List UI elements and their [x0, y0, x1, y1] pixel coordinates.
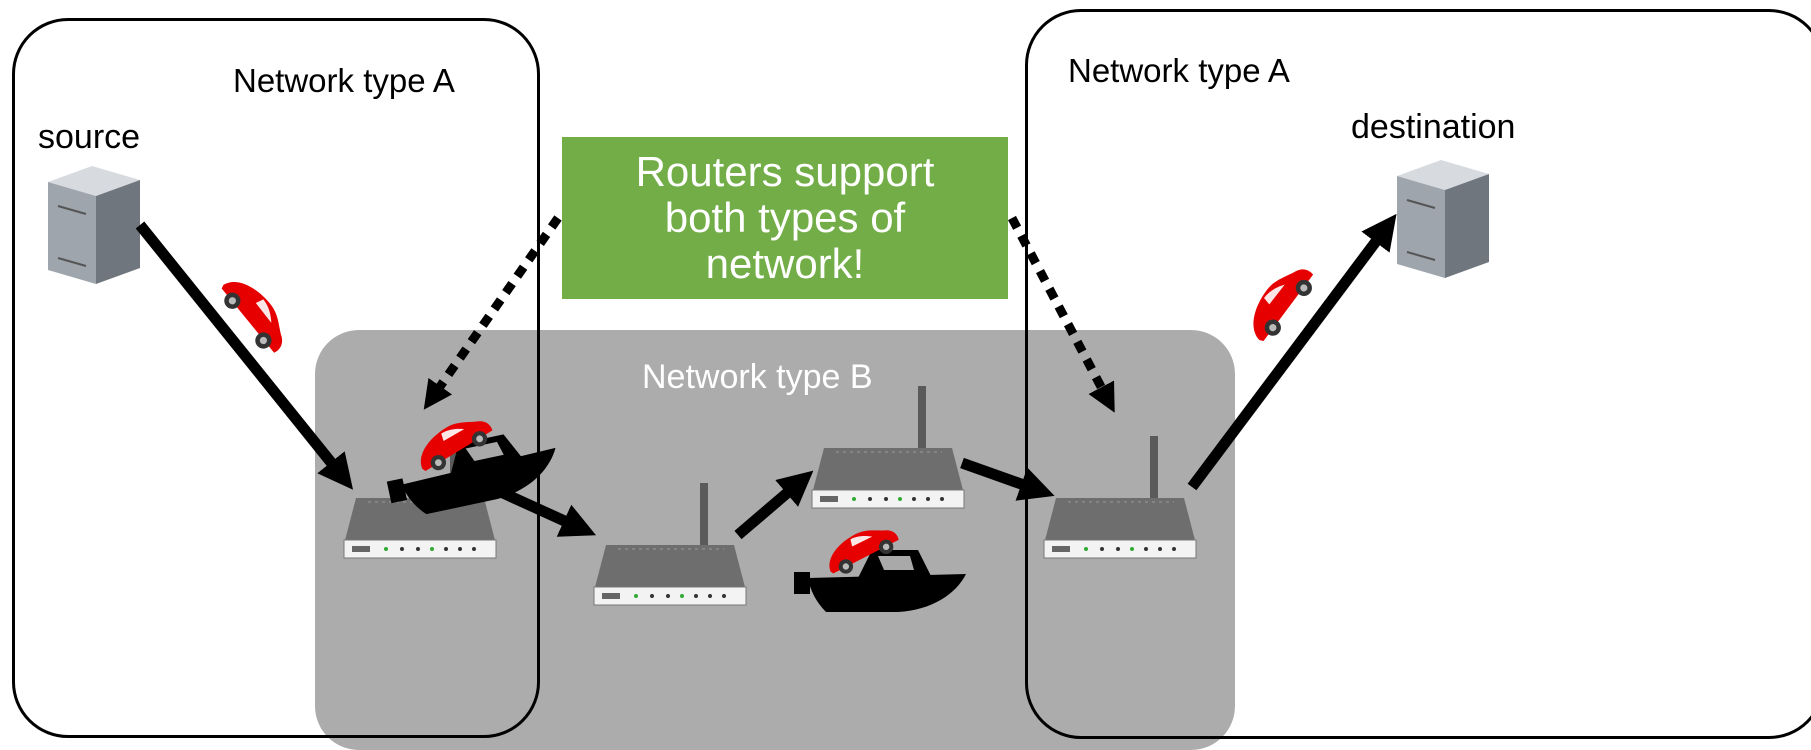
routers-callout-text: Routers support both types of network! — [635, 148, 935, 287]
router-icon-exit — [1043, 435, 1197, 559]
routers-callout: Routers support both types of network! — [562, 137, 1008, 299]
router-icon-middle-high — [811, 385, 965, 509]
arrow-exit-to-destination — [1187, 213, 1397, 491]
boat-icon-middle — [794, 550, 966, 612]
router-icon-middle-low — [593, 482, 747, 606]
source-label: source — [38, 118, 141, 156]
arrow-router-to-low-router — [489, 482, 597, 537]
source-server-icon — [47, 165, 141, 285]
arrow-high-router-to-exit — [960, 457, 1055, 501]
arrow-low-to-high-router — [734, 470, 814, 540]
right-network-label: Network type A — [1068, 52, 1290, 89]
destination-label: destination — [1351, 108, 1516, 146]
dotted-arrow-to-exit-router — [1008, 215, 1115, 413]
left-network-label: Network type A — [233, 62, 455, 99]
arrow-source-to-router — [135, 221, 354, 490]
car-icon-source — [214, 269, 296, 359]
dotted-arrow-to-entry-router — [423, 215, 562, 410]
destination-server-icon — [1396, 159, 1490, 279]
middle-network-label: Network type B — [642, 358, 873, 396]
